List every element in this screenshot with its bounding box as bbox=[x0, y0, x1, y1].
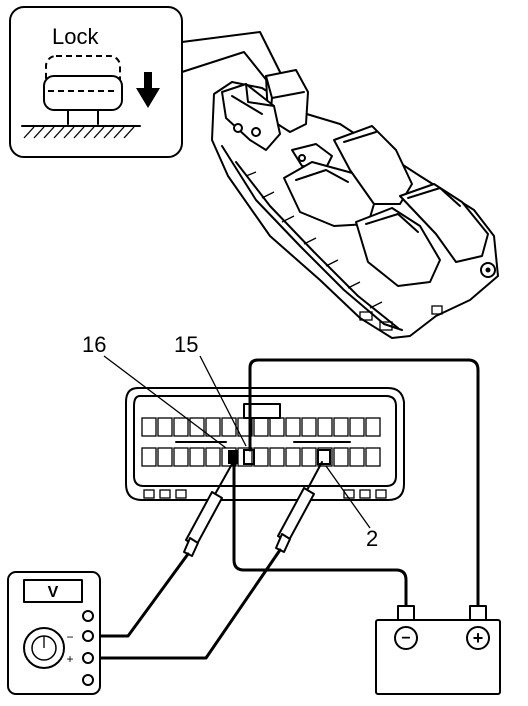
voltmeter: V − + bbox=[7, 571, 101, 695]
terminal-row-upper bbox=[141, 417, 381, 437]
window-switch-front-left bbox=[221, 83, 281, 151]
lock-detail-inset: Lock bbox=[9, 6, 183, 158]
voltmeter-plus-label: + bbox=[66, 652, 73, 666]
arrow-down-icon bbox=[136, 72, 160, 108]
voltmeter-label: V bbox=[48, 584, 59, 601]
wiring bbox=[90, 358, 480, 660]
voltmeter-minus-label: − bbox=[66, 630, 73, 644]
test-probe-negative bbox=[183, 463, 233, 557]
svg-text:−: − bbox=[401, 630, 410, 647]
battery-plus-terminal-icon: + bbox=[466, 626, 490, 650]
power-window-master-switch bbox=[211, 69, 499, 339]
pin-label-15: 15 bbox=[174, 332, 198, 357]
window-lock-lever bbox=[291, 143, 333, 169]
inset-leader-lines bbox=[181, 31, 281, 83]
test-probe-positive bbox=[275, 461, 323, 553]
svg-text:+: + bbox=[473, 628, 484, 648]
pin-label-2: 2 bbox=[366, 526, 378, 551]
battery-minus-terminal-icon: − bbox=[394, 626, 418, 650]
terminal-2 bbox=[317, 449, 331, 465]
lock-label: Lock bbox=[52, 24, 99, 49]
terminal-16 bbox=[228, 450, 238, 464]
ground-hatching bbox=[23, 126, 135, 139]
window-switch-rear bbox=[355, 183, 489, 287]
battery: − + bbox=[375, 605, 501, 695]
window-switch-front-right bbox=[283, 125, 413, 227]
terminal-row-lower bbox=[141, 447, 381, 467]
connector-bottom-tabs bbox=[143, 489, 387, 499]
pin-label-16: 16 bbox=[82, 332, 106, 357]
